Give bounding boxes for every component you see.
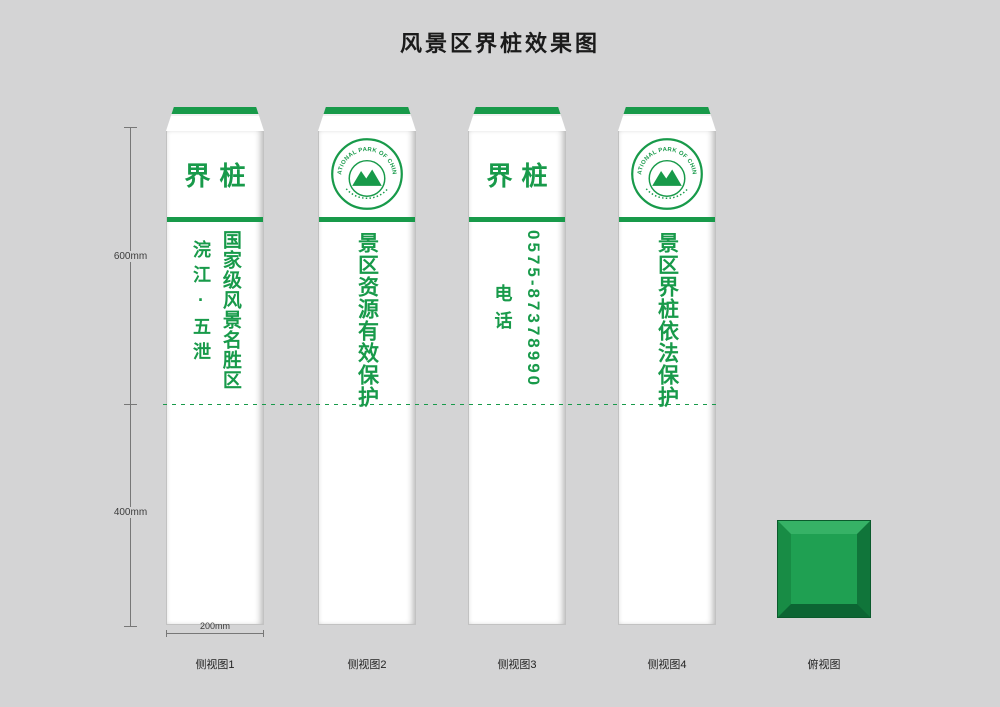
- view-label-side2: 侧视图2: [347, 659, 387, 671]
- post-cap: [318, 107, 416, 131]
- post-body-text: 景区界桩依法保护: [655, 232, 679, 408]
- dimension-label-200mm: 200mm: [199, 621, 230, 631]
- national-park-logo-icon: NATIONAL PARK OF CHINA: [330, 137, 403, 210]
- post-trunk: NATIONAL PARK OF CHINA 景区资源有效保护: [318, 131, 416, 625]
- post-header: 界桩: [167, 131, 263, 217]
- ground-line: [163, 404, 719, 405]
- header-divider: [319, 217, 415, 222]
- top-view-square: [777, 520, 871, 618]
- post-body-phone: 0575-87378990: [524, 230, 544, 389]
- dimension-label-400mm: 400mm: [102, 507, 159, 518]
- header-divider: [469, 217, 565, 222]
- view-label-side1: 侧视图1: [195, 659, 235, 671]
- post-body-text: 电话: [492, 284, 513, 338]
- post-cap: [166, 107, 264, 131]
- national-park-logo-icon: NATIONAL PARK OF CHINA: [630, 137, 703, 210]
- post-side-view-3: 界桩 0575-87378990 电话: [468, 107, 566, 625]
- width-dimension-line: [166, 630, 264, 637]
- dimension-tick: [263, 630, 264, 637]
- dimension-tick: [124, 404, 137, 405]
- post-side-view-2: NATIONAL PARK OF CHINA 景区资源有效保护: [318, 107, 416, 625]
- post-body: 景区界桩依法保护: [619, 222, 715, 624]
- post-cap: [468, 107, 566, 131]
- post-trunk: 界桩 国家级风景名胜区 浣江·五泄: [166, 131, 264, 625]
- post-body-text: 国家级风景名胜区: [219, 230, 241, 390]
- view-label-topview: 俯视图: [807, 659, 841, 671]
- post-header: NATIONAL PARK OF CHINA: [619, 131, 715, 217]
- header-divider: [619, 217, 715, 222]
- post-body-text: 浣江·五泄: [190, 240, 211, 367]
- post-side-view-4: NATIONAL PARK OF CHINA 景区界桩依法保护: [618, 107, 716, 625]
- post-trunk: 界桩 0575-87378990 电话: [468, 131, 566, 625]
- dimension-tick: [124, 127, 137, 128]
- dimension-label-600mm: 600mm: [102, 251, 159, 262]
- post-header: NATIONAL PARK OF CHINA: [319, 131, 415, 217]
- post-body-text: 景区资源有效保护: [355, 232, 379, 408]
- post-trunk: NATIONAL PARK OF CHINA 景区界桩依法保护: [618, 131, 716, 625]
- post-header: 界桩: [469, 131, 565, 217]
- dimension-tick: [166, 630, 167, 637]
- post-body: 国家级风景名胜区 浣江·五泄: [167, 222, 263, 624]
- view-label-side4: 侧视图4: [647, 659, 687, 671]
- page-title: 风景区界桩效果图: [399, 31, 600, 56]
- post-body: 0575-87378990 电话: [469, 222, 565, 624]
- view-label-side3: 侧视图3: [497, 659, 537, 671]
- post-body: 景区资源有效保护: [319, 222, 415, 624]
- header-divider: [167, 217, 263, 222]
- height-dimension-line: [124, 127, 137, 627]
- post-side-view-1: 界桩 国家级风景名胜区 浣江·五泄: [166, 107, 264, 625]
- post-header-text: 界桩: [486, 160, 557, 191]
- post-header-text: 界桩: [184, 160, 255, 191]
- dimension-tick: [124, 626, 137, 627]
- post-cap: [618, 107, 716, 131]
